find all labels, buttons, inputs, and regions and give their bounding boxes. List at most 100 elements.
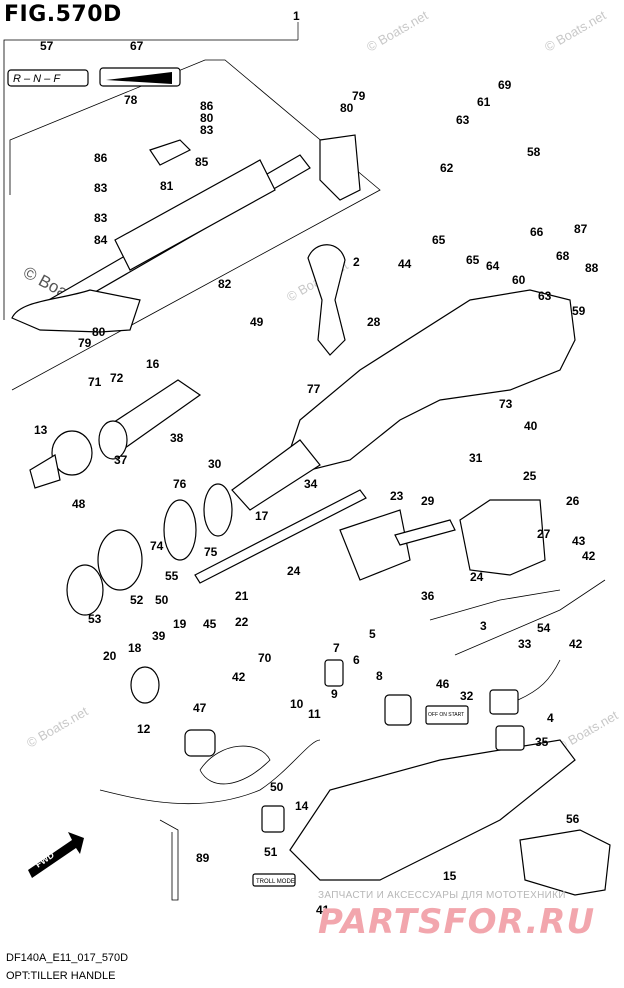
part-label-58: 58 [527, 145, 541, 159]
grip-knob-13 [29, 454, 61, 489]
lower-cover-15 [289, 739, 576, 881]
part-label-83: 83 [94, 181, 108, 195]
part-label-40: 40 [524, 419, 538, 433]
grip-cap-48 [51, 430, 93, 476]
part-label-77: 77 [307, 382, 321, 396]
part-label-34: 34 [304, 477, 318, 491]
part-label-49: 49 [250, 315, 264, 329]
part-label-10: 10 [290, 697, 304, 711]
shift-decal [7, 69, 89, 87]
part-1-bracket [3, 39, 298, 320]
part-label-14: 14 [295, 799, 309, 813]
part-label-50: 50 [155, 593, 169, 607]
part-label-41: 41 [316, 903, 330, 917]
part-label-21: 21 [235, 589, 249, 603]
part-label-39: 39 [152, 629, 166, 643]
harness-4 [517, 659, 561, 701]
cable-3 [429, 589, 561, 621]
part-label-28: 28 [367, 315, 381, 329]
part-label-84: 84 [94, 233, 108, 247]
part-label-38: 38 [170, 431, 184, 445]
bracket-79 [319, 134, 361, 201]
part-label-37: 37 [114, 453, 128, 467]
plate-29 [394, 519, 456, 546]
part-label-87: 87 [574, 222, 588, 236]
part-label-33: 33 [518, 637, 532, 651]
part-label-16: 16 [146, 357, 160, 371]
part-label-48: 48 [72, 497, 86, 511]
throttle-body-53 [97, 529, 143, 591]
part-label-11: 11 [308, 707, 321, 721]
watermark-brand: PARTSFOR.RU [318, 902, 596, 942]
part-label-54: 54 [537, 621, 551, 635]
grip-end-16 [98, 420, 128, 460]
part-label-5: 5 [369, 627, 376, 641]
part-label-80: 80 [92, 325, 106, 339]
part-label-61: 61 [477, 95, 491, 109]
throttle-ring-53 [66, 564, 104, 616]
part-label-26: 26 [566, 494, 580, 508]
switch-panel-text: OFF ON START [428, 712, 464, 718]
tie-wrap-89 [159, 819, 179, 901]
part-label-42: 42 [569, 637, 583, 651]
part-label-29: 29 [421, 494, 435, 508]
troll-mode-text: TROLL MODE [256, 879, 295, 885]
tiller-arm-neck [231, 439, 321, 511]
part-label-1: 1 [293, 9, 300, 23]
part-label-24: 24 [287, 564, 301, 578]
part-label-19: 19 [173, 617, 187, 631]
part-label-27: 27 [537, 527, 551, 541]
part-label-24: 24 [470, 570, 484, 584]
lanyard-coil [199, 745, 271, 785]
part-label-45: 45 [203, 617, 217, 631]
shaft-housing [114, 159, 276, 271]
part-label-47: 47 [193, 701, 207, 715]
part-label-36: 36 [421, 589, 435, 603]
part-label-63: 63 [456, 113, 470, 127]
watermark-ru-text: ЗАПЧАСТИ И АКСЕССУАРЫ ДЛЯ МОТОТЕХНИКИ [318, 890, 566, 901]
part-label-65: 65 [466, 253, 480, 267]
part-label-8: 8 [376, 669, 383, 683]
watermark-5: © Boats.net [24, 703, 91, 750]
part-label-31: 31 [469, 451, 483, 465]
part-label-64: 64 [486, 259, 500, 273]
part-label-70: 70 [258, 651, 272, 665]
part-label-72: 72 [110, 371, 124, 385]
part-label-89: 89 [196, 851, 210, 865]
cable-33 [454, 579, 606, 656]
part-label-69: 69 [498, 78, 512, 92]
tiller-arm-77 [289, 289, 576, 471]
part-label-15: 15 [443, 869, 457, 883]
part-label-80: 80 [200, 111, 214, 125]
shift-decal-text: R – N – F [13, 73, 61, 85]
link-bracket-78 [149, 139, 192, 166]
part-label-18: 18 [128, 641, 142, 655]
part-label-79: 79 [352, 89, 366, 103]
bracket-23 [339, 509, 411, 581]
part-label-23: 23 [390, 489, 404, 503]
part-label-76: 76 [173, 477, 187, 491]
part-label-3: 3 [480, 619, 487, 633]
part-label-83: 83 [200, 123, 214, 137]
part-label-9: 9 [331, 687, 338, 701]
switch-12 [130, 666, 160, 704]
lanyard-cord [99, 739, 321, 805]
part-label-25: 25 [523, 469, 537, 483]
part-label-6: 6 [353, 653, 360, 667]
part-label-7: 7 [333, 641, 340, 655]
part-label-46: 46 [436, 677, 450, 691]
cap-47 [184, 729, 216, 757]
part-label-30: 30 [208, 457, 222, 471]
watermark-1: © Boats.net [542, 7, 609, 54]
part-label-42: 42 [582, 549, 596, 563]
part-label-85: 85 [195, 155, 209, 169]
part-label-82: 82 [218, 277, 232, 291]
part-label-71: 71 [88, 375, 102, 389]
throttle-shaft-17 [194, 489, 367, 584]
part-label-35: 35 [535, 735, 549, 749]
figure-title: FIG.570D [4, 2, 122, 27]
plate-35 [495, 725, 525, 751]
part-label-42: 42 [232, 670, 246, 684]
